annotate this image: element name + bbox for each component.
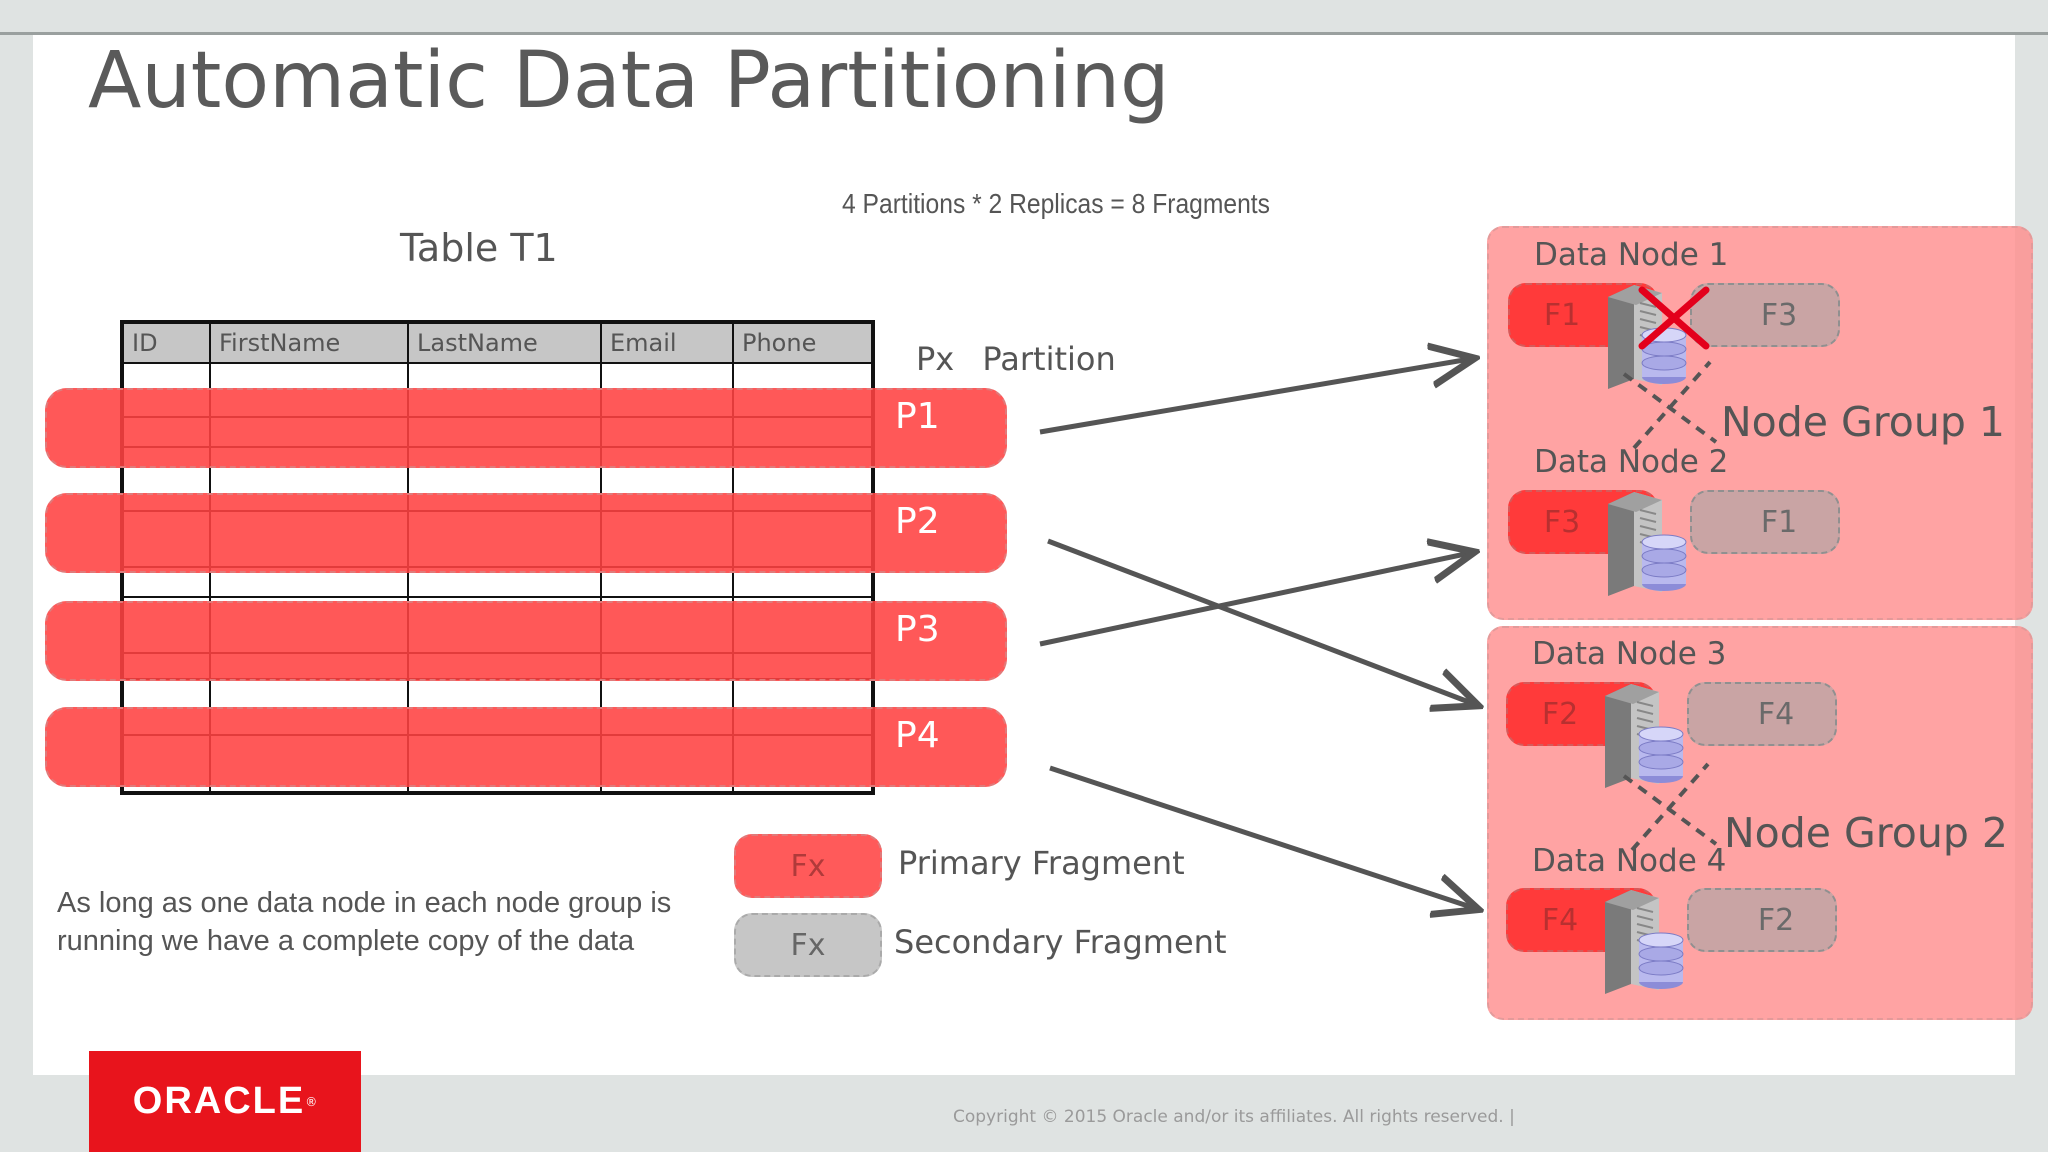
data-node-2-label: Data Node 2 xyxy=(1534,444,1729,480)
node-group-2-label: Node Group 2 xyxy=(1724,809,2008,857)
partition-label-p1: P1 xyxy=(895,396,940,437)
server-icon xyxy=(1608,285,1687,389)
legend-secondary-swatch: Fx xyxy=(734,913,882,977)
table-header-row: ID FirstName LastName Email Phone xyxy=(121,321,874,364)
server-icon xyxy=(1605,684,1684,788)
partition-label-p3: P3 xyxy=(895,609,940,650)
column-header-firstname: FirstName xyxy=(209,321,409,364)
fragment-secondary: F3 xyxy=(1690,283,1840,347)
partition-band-p2 xyxy=(45,493,1007,573)
partition-header-label: Partition xyxy=(982,340,1116,378)
legend-secondary-label: Secondary Fragment xyxy=(894,923,1227,961)
table-row xyxy=(121,363,874,387)
partition-label-p4: P4 xyxy=(895,715,940,756)
fragments-formula: 4 Partitions * 2 Replicas = 8 Fragments xyxy=(842,188,1270,219)
column-header-id: ID xyxy=(121,321,211,364)
legend-primary-label: Primary Fragment xyxy=(898,844,1185,882)
column-header-email: Email xyxy=(600,321,734,364)
server-icon xyxy=(1608,492,1687,596)
database-icon xyxy=(1638,726,1684,783)
partition-band-p1 xyxy=(45,388,1007,468)
availability-note: As long as one data node in each node gr… xyxy=(57,887,672,957)
fragment-secondary: F2 xyxy=(1687,888,1837,952)
fragment-secondary: F1 xyxy=(1690,490,1840,554)
partition-band-p3 xyxy=(45,601,1007,681)
copyright-text: Copyright © 2015 Oracle and/or its affil… xyxy=(953,1107,1515,1127)
oracle-logo: ORACLE® xyxy=(89,1051,361,1152)
partition-label-p2: P2 xyxy=(895,501,940,542)
partition-column-header: Px Partition xyxy=(916,340,1116,378)
database-icon xyxy=(1638,932,1684,989)
database-icon xyxy=(1641,327,1687,384)
slide-title: Automatic Data Partitioning xyxy=(88,36,1170,126)
data-node-3-label: Data Node 3 xyxy=(1532,636,1727,672)
server-icon xyxy=(1605,890,1684,994)
node-group-1-label: Node Group 1 xyxy=(1721,398,2005,446)
px-header-label: Px xyxy=(916,340,955,378)
column-header-phone: Phone xyxy=(732,321,874,364)
legend-primary-swatch: Fx xyxy=(734,834,882,898)
data-node-4-label: Data Node 4 xyxy=(1532,843,1727,879)
partition-band-p4 xyxy=(45,707,1007,787)
fragment-secondary: F4 xyxy=(1687,682,1837,746)
table-title: Table T1 xyxy=(400,226,558,270)
database-icon xyxy=(1641,534,1687,591)
top-divider xyxy=(0,32,2048,35)
data-node-1-label: Data Node 1 xyxy=(1534,237,1729,273)
column-header-lastname: LastName xyxy=(407,321,602,364)
